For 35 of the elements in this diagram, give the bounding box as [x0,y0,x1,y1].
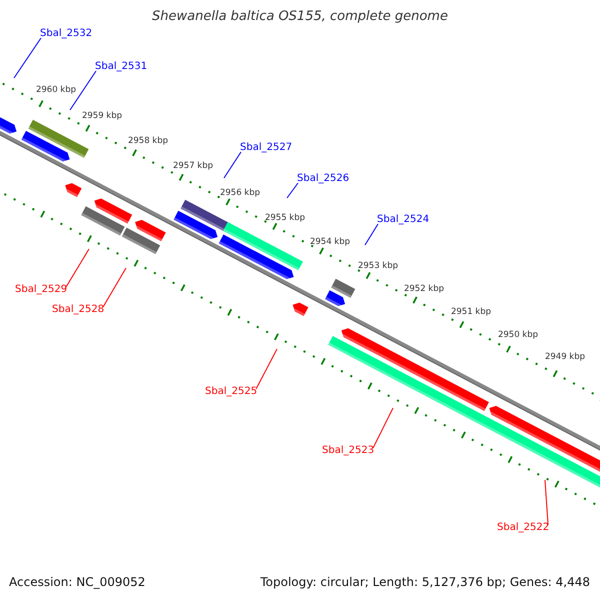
gene-label: Sbal_2523 [322,445,374,457]
leader-line [14,38,42,78]
scale-label: 2960 kbp [36,85,76,95]
gene-label: Sbal_2527 [240,142,292,154]
leader-line [364,224,378,246]
gene-label: Sbal_2525 [205,386,258,398]
leader-line [66,248,90,288]
gene-label: Sbal_2528 [52,304,104,316]
gene-label: Sbal_2529 [15,284,68,296]
scale-label: 2956 kbp [220,188,260,198]
scale-label: 2953 kbp [358,261,398,271]
gene-label: Sbal_2532 [40,28,92,40]
leader-line [544,480,549,526]
scale-label: 2952 kbp [404,284,444,294]
gene-label: Sbal_2524 [377,214,430,226]
gene-label: Sbal_2526 [297,173,350,185]
scale-label: 2954 kbp [310,237,350,247]
gene-label: Sbal_2522 [497,522,550,534]
scale-label: 2957 kbp [172,161,214,171]
leader-line [102,268,126,308]
scale-label: 2949 kbp [544,352,586,362]
scale-label: 2951 kbp [450,307,492,317]
leader-line [70,70,96,110]
leader-line [256,348,278,390]
scale-label: 2958 kbp [128,136,168,146]
leader-line [286,182,298,198]
gene-label: Sbal_2531 [95,61,148,73]
leader-line [372,408,394,448]
map-title: Shewanella baltica OS155, complete genome [152,9,448,24]
leader-line [224,152,242,178]
scale-label: 2955 kbp [264,213,306,223]
footer-text: Accession: NC_009052 [9,575,146,589]
scale-label: 2959 kbp [82,111,122,121]
scale-label: 2950 kbp [498,330,538,340]
footer-text: Topology: circular; Length: 5,127,376 bp; Genes: 4,448 [260,575,590,589]
